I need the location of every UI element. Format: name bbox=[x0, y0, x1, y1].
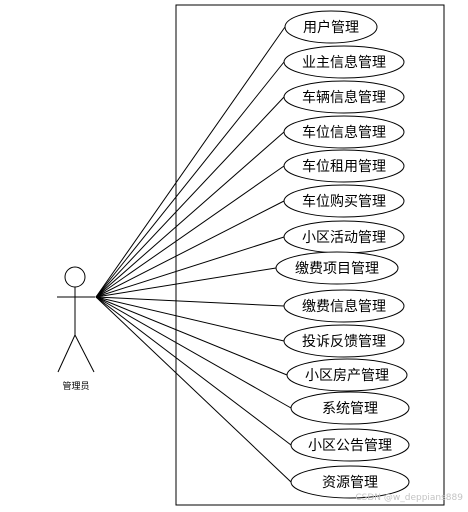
use-case-ellipse bbox=[283, 324, 405, 358]
use-case-ellipse bbox=[283, 45, 405, 79]
association-line bbox=[95, 26, 286, 298]
use-case-ellipse bbox=[283, 115, 405, 149]
use-case: 资源管理 bbox=[290, 465, 410, 499]
use-case-label: 小区公告管理 bbox=[308, 438, 392, 454]
association-line bbox=[95, 61, 285, 298]
association-line bbox=[95, 296, 285, 307]
use-case: 小区房产管理 bbox=[286, 358, 408, 392]
use-case: 系统管理 bbox=[290, 391, 410, 425]
use-case-label: 系统管理 bbox=[322, 401, 378, 417]
use-case-ellipse bbox=[283, 289, 405, 323]
use-case-label: 小区活动管理 bbox=[302, 230, 386, 246]
use-case-label: 缴费项目管理 bbox=[295, 261, 379, 277]
use-case-label: 车位购买管理 bbox=[302, 193, 386, 210]
association-line bbox=[95, 296, 288, 376]
use-case: 车位租用管理 bbox=[283, 149, 405, 183]
actor-figure bbox=[57, 266, 95, 373]
use-case: 车位购买管理 bbox=[283, 184, 405, 218]
association-line bbox=[95, 131, 285, 298]
use-case: 小区活动管理 bbox=[283, 220, 405, 254]
association-line bbox=[95, 296, 285, 342]
association-line bbox=[95, 165, 285, 298]
use-case-ellipse bbox=[290, 465, 410, 499]
use-case-label: 车辆信息管理 bbox=[302, 89, 386, 106]
association-line bbox=[95, 296, 292, 409]
use-case-ellipse bbox=[290, 428, 410, 462]
use-case-label: 投诉反馈管理 bbox=[302, 334, 386, 350]
association-line bbox=[95, 200, 285, 298]
use-cases: 用户管理业主信息管理车辆信息管理车位信息管理车位租用管理车位购买管理小区活动管理… bbox=[275, 10, 410, 499]
association-line bbox=[95, 296, 292, 446]
use-case-ellipse bbox=[283, 149, 405, 183]
use-case-label: 车位租用管理 bbox=[302, 158, 386, 175]
use-case-label: 业主信息管理 bbox=[302, 54, 386, 71]
use-case: 缴费信息管理 bbox=[283, 289, 405, 323]
system-boundary bbox=[175, 4, 445, 506]
use-case: 小区公告管理 bbox=[290, 428, 410, 462]
actor-label: 管理员 bbox=[62, 380, 89, 392]
use-case-ellipse bbox=[284, 10, 378, 44]
use-case-label: 资源管理 bbox=[322, 475, 378, 491]
use-case: 用户管理 bbox=[284, 10, 378, 44]
use-case-label: 用户管理 bbox=[303, 19, 359, 36]
association-line bbox=[95, 236, 285, 298]
use-case: 缴费项目管理 bbox=[275, 251, 399, 285]
actor-head bbox=[64, 266, 86, 288]
watermark: CSDN @w_deppians889 bbox=[355, 493, 463, 503]
use-case-ellipse bbox=[290, 391, 410, 425]
use-case-label: 小区房产管理 bbox=[305, 368, 389, 384]
use-case-label: 车位信息管理 bbox=[302, 124, 386, 141]
association-line bbox=[95, 267, 277, 298]
association-lines bbox=[95, 26, 292, 483]
use-case-label: 缴费信息管理 bbox=[302, 298, 386, 315]
actor-left-leg bbox=[57, 334, 76, 373]
actor-right-leg bbox=[74, 334, 95, 373]
association-line bbox=[95, 296, 292, 483]
use-case-ellipse bbox=[283, 184, 405, 218]
use-case: 业主信息管理 bbox=[283, 45, 405, 79]
use-case-ellipse bbox=[275, 251, 399, 285]
use-case: 投诉反馈管理 bbox=[283, 324, 405, 358]
use-case: 车辆信息管理 bbox=[283, 80, 405, 114]
use-case-ellipse bbox=[286, 358, 408, 392]
use-case-ellipse bbox=[283, 80, 405, 114]
association-line bbox=[95, 96, 285, 298]
use-case: 车位信息管理 bbox=[283, 115, 405, 149]
